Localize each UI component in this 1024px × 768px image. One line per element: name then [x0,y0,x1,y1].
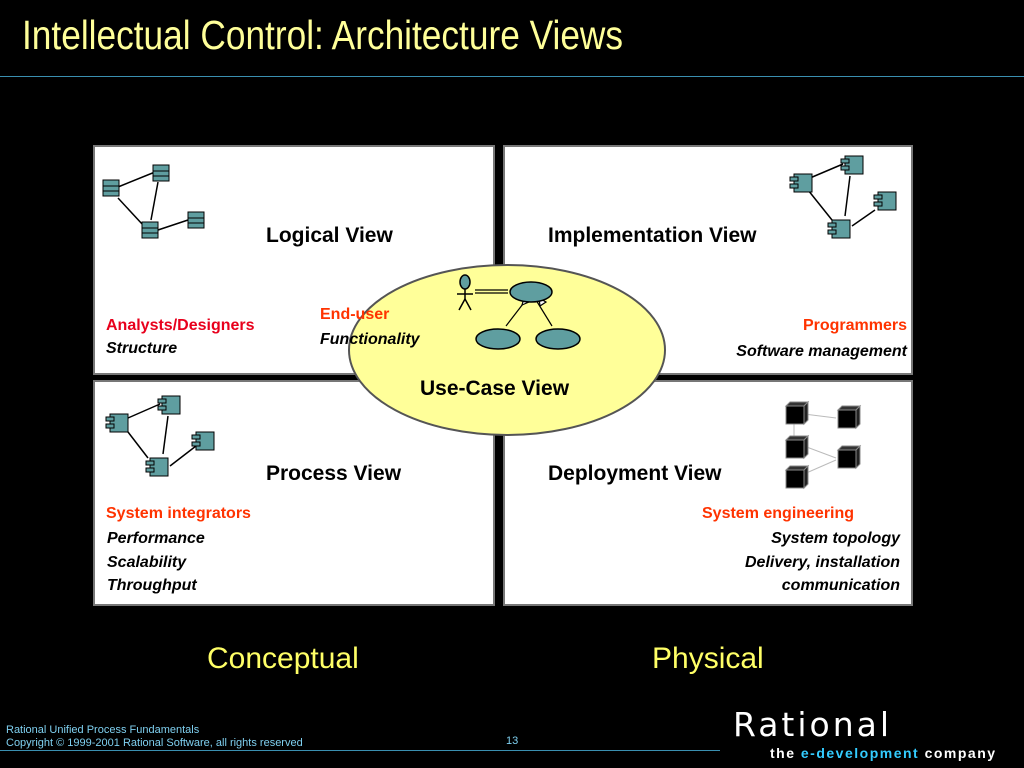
process-view-desc-list: Performance Scalability Throughput [107,527,205,598]
implementation-view-desc: Software management [736,343,907,360]
class-diagram-icon [102,164,205,239]
conceptual-label: Conceptual [207,642,359,675]
title-divider [0,76,1024,77]
class-icon [102,164,205,239]
deployment-view-desc: communication [781,577,900,594]
use-case-view-role: End-user [320,306,390,323]
implementation-view-role: Programmers [802,317,907,334]
logical-view-role: Analysts/Designers [106,317,255,334]
node-icon [784,400,862,490]
rational-logo: Rational [733,705,893,744]
page-number: 13 [506,735,519,747]
physical-label: Physical [652,642,764,675]
slide-title: Intellectual Control: Architecture Views [22,12,624,58]
node-diagram-icon [784,400,862,490]
process-view-title: Process View [266,462,402,485]
use-case-view-title: Use-Case View [420,377,570,400]
footer-divider [0,750,720,751]
component-diagram-icon [789,155,897,239]
process-diagram-icon [105,395,215,477]
logical-view-title: Logical View [266,224,393,247]
use-case-view-ellipse [348,264,666,436]
process-view-desc: Scalability [107,553,187,571]
deployment-view-desc: Delivery, installation [744,553,900,571]
use-case-icon [475,281,581,350]
deployment-view-role: System engineering [702,505,855,522]
logical-view-desc: Structure [106,340,178,357]
process-view-role: System integrators [106,505,251,522]
deployment-view-title: Deployment View [548,462,722,485]
deployment-view-desc: System topology [771,530,900,547]
use-case-view-desc: Functionality [320,331,420,348]
component-icon [789,155,897,239]
rational-tagline: the e-development company [770,745,997,761]
deployment-view-desc-list: System topology Delivery, installation c… [660,527,900,598]
component-icon [105,395,215,477]
implementation-view-title: Implementation View [548,224,757,247]
process-view-desc: Throughput [107,577,197,594]
process-view-desc: Performance [107,530,205,547]
actor-icon [457,274,473,311]
footer-copyright: Copyright © 1999-2001 Rational Software,… [6,737,303,749]
footer-course-title: Rational Unified Process Fundamentals [6,724,200,736]
